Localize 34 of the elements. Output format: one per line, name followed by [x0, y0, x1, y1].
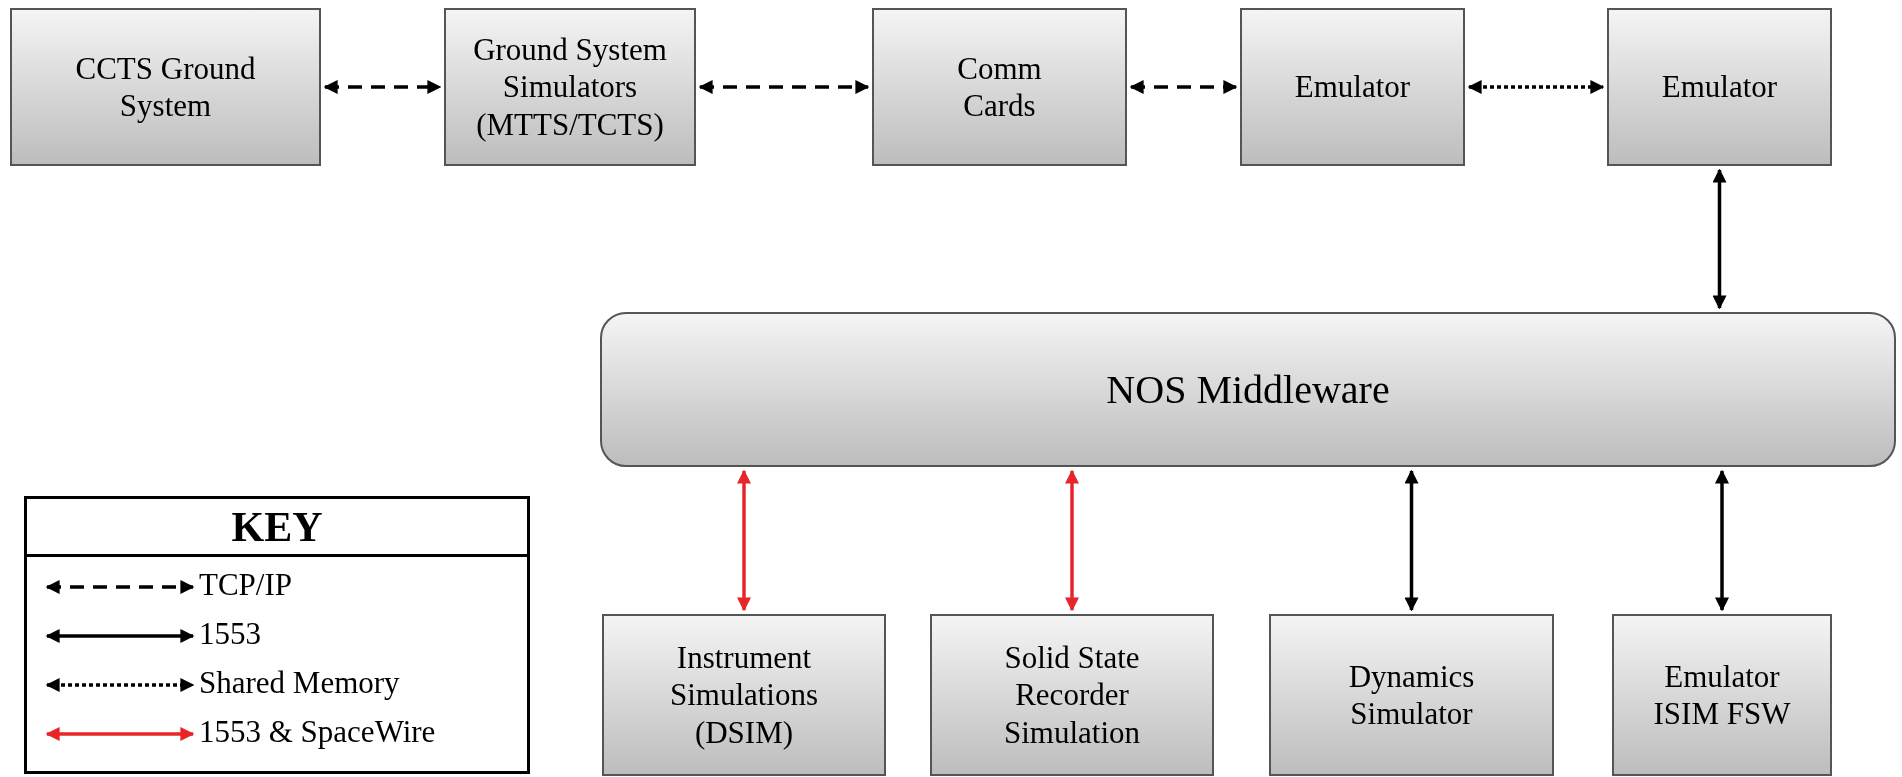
- connector-arrow: [323, 80, 442, 94]
- box-label: Emulator: [1293, 68, 1412, 107]
- connector-arrow: [1715, 469, 1729, 612]
- connector-arrow: [1065, 469, 1079, 612]
- middleware-bar: [600, 312, 1896, 467]
- process-box: [1607, 8, 1832, 166]
- process-box: [10, 8, 321, 166]
- process-box: [1240, 8, 1465, 166]
- box-label: Instrument Simulations (DSIM): [668, 639, 820, 752]
- connector-arrow: [698, 80, 870, 94]
- connector-arrow: [1467, 80, 1605, 94]
- connector-arrow: [1129, 80, 1238, 94]
- box-label: Comm Cards: [956, 49, 1043, 125]
- connector-arrow: [1712, 168, 1727, 310]
- legend-label: Shared Memory: [199, 665, 400, 701]
- process-box: [872, 8, 1127, 166]
- process-box: [1612, 614, 1832, 776]
- legend-label: 1553: [199, 616, 261, 652]
- process-box: [444, 8, 696, 166]
- process-box: [602, 614, 886, 776]
- process-box: [1269, 614, 1554, 776]
- box-label: Emulator: [1660, 68, 1779, 107]
- process-box: [930, 614, 1214, 776]
- box-label: Ground System Simulators (MTTS/TCTS): [472, 31, 668, 144]
- legend-label: 1553 & SpaceWire: [199, 714, 436, 750]
- box-label: Dynamics Simulator: [1347, 657, 1476, 733]
- box-label: NOS Middleware: [1105, 365, 1391, 414]
- connector-arrow: [1404, 469, 1419, 612]
- box-label: Solid State Recorder Simulation: [1002, 639, 1142, 752]
- box-label: CCTS Ground System: [74, 49, 257, 125]
- connector-arrow: [737, 469, 751, 612]
- box-label: Emulator ISIM FSW: [1652, 657, 1792, 733]
- legend-title: KEY: [27, 499, 527, 557]
- legend-label: TCP/IP: [199, 567, 293, 603]
